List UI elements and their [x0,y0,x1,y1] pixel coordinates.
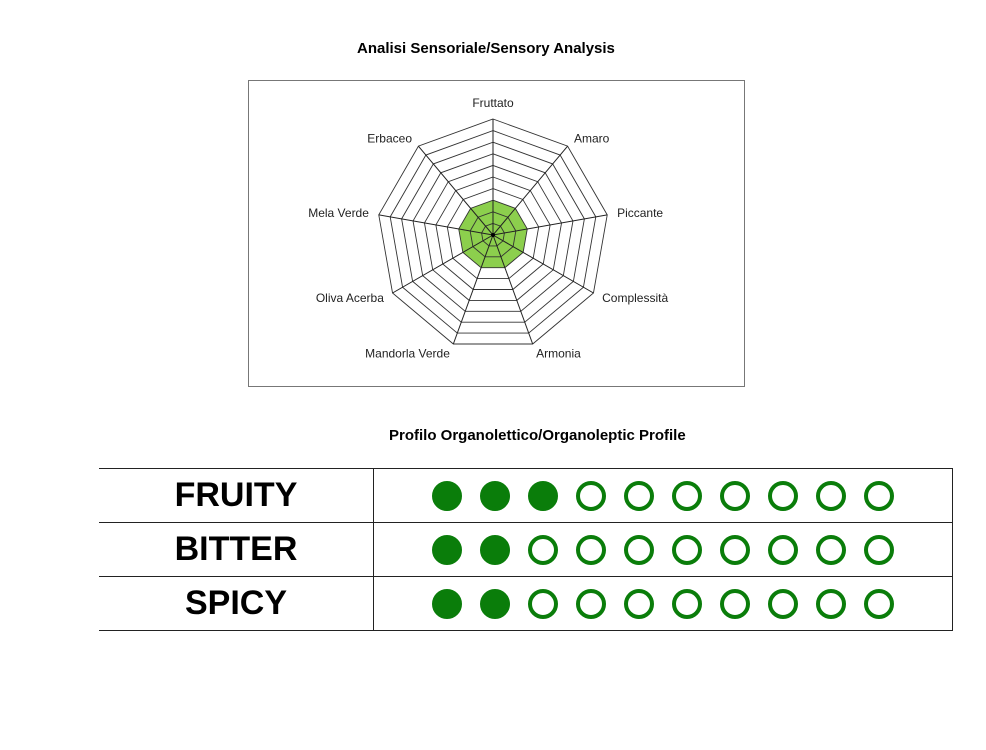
axis-label: Oliva Acerba [316,291,384,305]
axis-label: Complessità [602,291,668,305]
grid-ring [446,188,540,280]
axis-label: Amaro [574,131,610,145]
filled-circle-icon [432,534,462,565]
filled-circle-icon [432,480,462,511]
empty-circle-icon [528,588,558,619]
profile-label: FRUITY [99,468,374,523]
grid-ring [481,222,505,247]
axis-line [418,145,494,236]
rating-dots [373,576,953,631]
empty-circle-icon [576,534,606,565]
axis-line [492,234,534,345]
empty-circle-icon [720,480,750,511]
filled-circle-icon [528,480,558,511]
grid-ring [412,153,574,312]
empty-circle-icon [624,480,654,511]
axis-label: Mandorla Verde [365,346,450,360]
axis-label: Mela Verde [308,206,369,220]
axis-line [492,145,568,236]
rating-dots [373,522,953,577]
filled-circle-icon [480,588,510,619]
axis-line [392,234,494,294]
profile-title: Profilo Organolettico/Organoleptic Profi… [389,427,686,444]
empty-circle-icon [528,534,558,565]
empty-circle-icon [864,534,894,565]
empty-circle-icon [864,588,894,619]
empty-circle-icon [816,480,846,511]
profile-row-bitter: BITTER [99,522,953,577]
profile-row-fruity: FRUITY [99,468,953,523]
empty-circle-icon [672,480,702,511]
axis-line [492,214,608,236]
axis-label: Fruttato [472,96,514,110]
grid-ring [423,164,563,301]
empty-circle-icon [624,534,654,565]
profile-row-spicy: SPICY [99,576,953,631]
chart-title: Analisi Sensoriale/Sensory Analysis [357,40,615,57]
axis-line [378,214,494,236]
center-point [491,233,495,237]
empty-circle-icon [816,588,846,619]
rating-dots [373,468,953,523]
empty-circle-icon [720,588,750,619]
filled-circle-icon [432,588,462,619]
empty-circle-icon [576,588,606,619]
empty-circle-icon [672,588,702,619]
axis-label: Armonia [536,346,581,360]
empty-circle-icon [576,480,606,511]
filled-circle-icon [480,480,510,511]
filled-circle-icon [480,534,510,565]
empty-circle-icon [768,588,798,619]
empty-circle-icon [768,534,798,565]
empty-circle-icon [624,588,654,619]
grid-ring [389,130,597,334]
grid-ring [435,176,551,290]
axis-label: Piccante [617,206,663,220]
grid-ring [469,211,517,258]
grid-ring [458,199,528,269]
empty-circle-icon [816,534,846,565]
axis-line [492,234,594,294]
axis-line [452,234,494,345]
grid-ring [401,141,585,323]
grid-ring [378,118,608,345]
empty-circle-icon [672,534,702,565]
empty-circle-icon [768,480,798,511]
empty-circle-icon [720,534,750,565]
empty-circle-icon [864,480,894,511]
axis-label: Erbaceo [367,131,412,145]
profile-label: BITTER [99,522,374,577]
profile-label: SPICY [99,576,374,631]
